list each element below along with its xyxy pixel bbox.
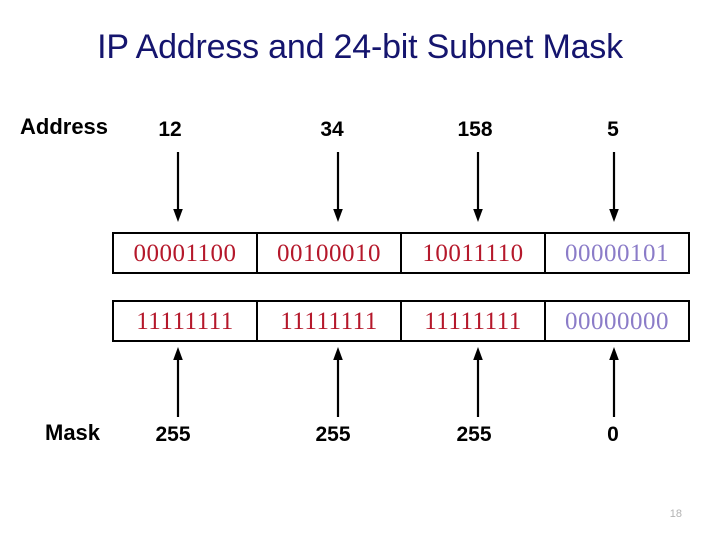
arrow-up-icon-octet-1 — [173, 347, 183, 417]
page-title: IP Address and 24-bit Subnet Mask — [97, 28, 623, 66]
mask-binary-cell-4: 00000000 — [565, 307, 669, 335]
mask-decimal-octet-3: 255 — [456, 423, 492, 446]
arrow-down-icon-octet-2 — [333, 152, 343, 222]
address-binary-table: 00001100 00100010 10011110 00000101 — [112, 232, 690, 274]
arrow-up-icon-octet-4 — [609, 347, 619, 417]
mask-decimal-octet-2: 255 — [315, 423, 351, 446]
arrow-up-icon-octet-2 — [333, 347, 343, 417]
arrow-down-icon-octet-1 — [173, 152, 183, 222]
mask-row-label: Mask — [45, 420, 101, 445]
page-number: 18 — [669, 508, 682, 520]
arrow-up-icon-octet-3 — [473, 347, 483, 417]
address-row-label: Address — [20, 114, 109, 139]
address-binary-cell-4: 00000101 — [565, 239, 669, 267]
address-decimal-octet-1: 12 — [158, 118, 182, 141]
mask-binary-cell-2: 11111111 — [258, 302, 402, 340]
mask-binary-cell-1: 11111111 — [114, 302, 258, 340]
arrow-down-icon-octet-3 — [473, 152, 483, 222]
mask-binary-cell-3: 11111111 — [402, 302, 546, 340]
mask-binary-table: 11111111 11111111 11111111 00000000 — [112, 300, 690, 342]
address-binary-cell-1: 00001100 — [114, 234, 258, 272]
address-decimal-octet-3: 158 — [457, 118, 493, 141]
address-binary-cell-2: 00100010 — [258, 234, 402, 272]
address-binary-cell-3: 10011110 — [402, 234, 546, 272]
mask-decimal-octet-1: 255 — [155, 423, 191, 446]
arrow-down-icon-octet-4 — [609, 152, 619, 222]
address-decimal-octet-2: 34 — [320, 118, 344, 141]
mask-decimal-octet-4: 0 — [607, 423, 619, 446]
address-decimal-octet-4: 5 — [607, 118, 619, 141]
